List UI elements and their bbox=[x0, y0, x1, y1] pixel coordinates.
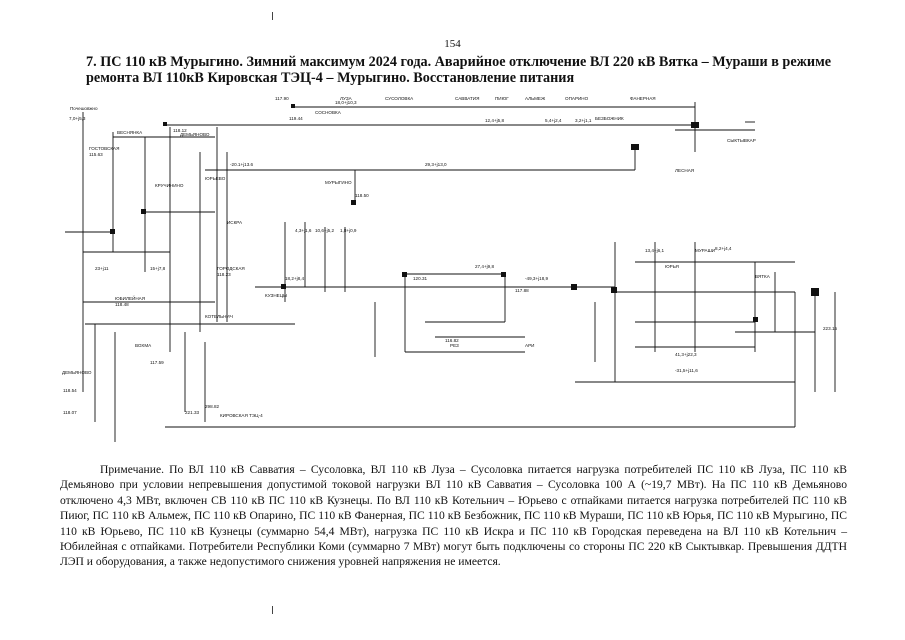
label: КИРОВСКАЯ ТЭЦ-4 bbox=[220, 413, 263, 418]
label: БЕЗБОЖНИК bbox=[595, 116, 624, 121]
grid-lines bbox=[65, 102, 836, 442]
label: 29,3+j13,0 bbox=[425, 162, 447, 167]
label: 41,3+j22,3 bbox=[675, 352, 697, 357]
label: 12,4+j5,8 bbox=[485, 118, 504, 123]
binding-mark-top bbox=[272, 12, 273, 20]
label: ИСКРА bbox=[227, 220, 243, 225]
label: -49,3+j18,9 bbox=[525, 276, 549, 281]
label: -31,5+j11,6 bbox=[675, 368, 698, 373]
label: СЫКТЫВКАР bbox=[727, 138, 756, 143]
label: Почешовжно bbox=[70, 106, 98, 111]
label: ЮРЬЕВО bbox=[205, 176, 226, 181]
label: 298.82 bbox=[205, 404, 219, 409]
label: МУРАШИ bbox=[695, 248, 715, 253]
label: 3,2+j1,1 bbox=[575, 118, 592, 123]
label: ВЯТКА bbox=[755, 274, 771, 279]
label: 117.88 bbox=[515, 288, 529, 293]
schematic-svg: Почешовжно 7,0+j5,3 ГОСТОВСКАЯ 115.63 ВЕ… bbox=[62, 96, 837, 442]
breaker-symbols bbox=[110, 104, 819, 322]
label: 118.50 bbox=[355, 193, 369, 198]
label: 119.44 bbox=[289, 116, 303, 121]
label: 117.59 bbox=[150, 360, 164, 365]
label: 116.82 bbox=[445, 338, 459, 343]
label: 10,6+j5,2 bbox=[315, 228, 334, 233]
label: КРУЧИНИНО bbox=[155, 183, 184, 188]
label: ЮРЬЯ bbox=[665, 264, 679, 269]
label: 1,8+j0,9 bbox=[340, 228, 357, 233]
label: ПИЮГ bbox=[495, 96, 509, 101]
label: 223.15 bbox=[823, 326, 837, 331]
label: АЛЬМЕЖ bbox=[525, 96, 546, 101]
label: ВЕСНЯНКА bbox=[117, 130, 143, 135]
label: 5,4+j2,4 bbox=[545, 118, 562, 123]
label: ФАНЕРНАЯ bbox=[630, 96, 656, 101]
page-number: 154 bbox=[444, 38, 461, 50]
label: ЮБИЛЕЙНАЯ bbox=[115, 294, 145, 301]
label: ОПАРИНО bbox=[565, 96, 589, 101]
label: ГОСТОВСКАЯ bbox=[89, 146, 119, 151]
label: 8,2+j4,4 bbox=[715, 246, 732, 251]
label: 13,4+j6,1 bbox=[645, 248, 664, 253]
label: 18,0+j10,3 bbox=[335, 100, 357, 105]
label: КУЗНЕЦЫ bbox=[265, 293, 287, 298]
label: 4,3+j1,6 bbox=[295, 228, 312, 233]
label: 120.31 bbox=[413, 276, 427, 281]
label: 15+j7,8 bbox=[150, 266, 166, 271]
label: ВОХМА bbox=[135, 343, 152, 348]
label: САВВАТИЯ bbox=[455, 96, 479, 101]
power-grid-diagram: Почешовжно 7,0+j5,3 ГОСТОВСКАЯ 115.63 ВЕ… bbox=[55, 92, 845, 447]
label: 221.33 bbox=[185, 410, 199, 415]
note-paragraph: Примечание. По ВЛ 110 кВ Савватия – Сусо… bbox=[60, 463, 847, 569]
label: 118.12 bbox=[173, 128, 187, 133]
label: ДЕМЬЯНОВО bbox=[180, 132, 210, 137]
label: ЛУЗА bbox=[340, 96, 353, 101]
label: КОТЕЛЬНИЧ bbox=[205, 314, 233, 319]
label: 23+j11 bbox=[95, 266, 109, 271]
label: МУРЫГИНО bbox=[325, 180, 352, 185]
label: ДЕМЬЯНОВО bbox=[62, 370, 92, 375]
label: 18,2+j8,4 bbox=[285, 276, 304, 281]
label: 118.07 bbox=[63, 410, 77, 415]
label: СОСНОВКА bbox=[315, 110, 342, 115]
label: ЛЕСНАЯ bbox=[675, 168, 694, 173]
label: 118.48 bbox=[115, 302, 129, 307]
label: СУСОЛОВКА bbox=[385, 96, 414, 101]
label: 117.90 bbox=[275, 96, 289, 101]
label: -20.1+j13.6 bbox=[230, 162, 254, 167]
binding-mark-bottom bbox=[272, 606, 273, 614]
label: 115.63 bbox=[89, 152, 103, 157]
diagram-labels: Почешовжно 7,0+j5,3 ГОСТОВСКАЯ 115.63 ВЕ… bbox=[62, 96, 837, 418]
label: РЕЗ bbox=[450, 343, 459, 348]
page-title: 7. ПС 110 кВ Мурыгино. Зимний максимум 2… bbox=[86, 54, 832, 86]
label: АРИ bbox=[525, 343, 534, 348]
label: 118.23 bbox=[217, 272, 231, 277]
label: 27,4+j9,8 bbox=[475, 264, 494, 269]
label: ГОРОДСКАЯ bbox=[217, 266, 245, 271]
label: 118.54 bbox=[63, 388, 77, 393]
label: 7,0+j5,3 bbox=[69, 116, 86, 121]
